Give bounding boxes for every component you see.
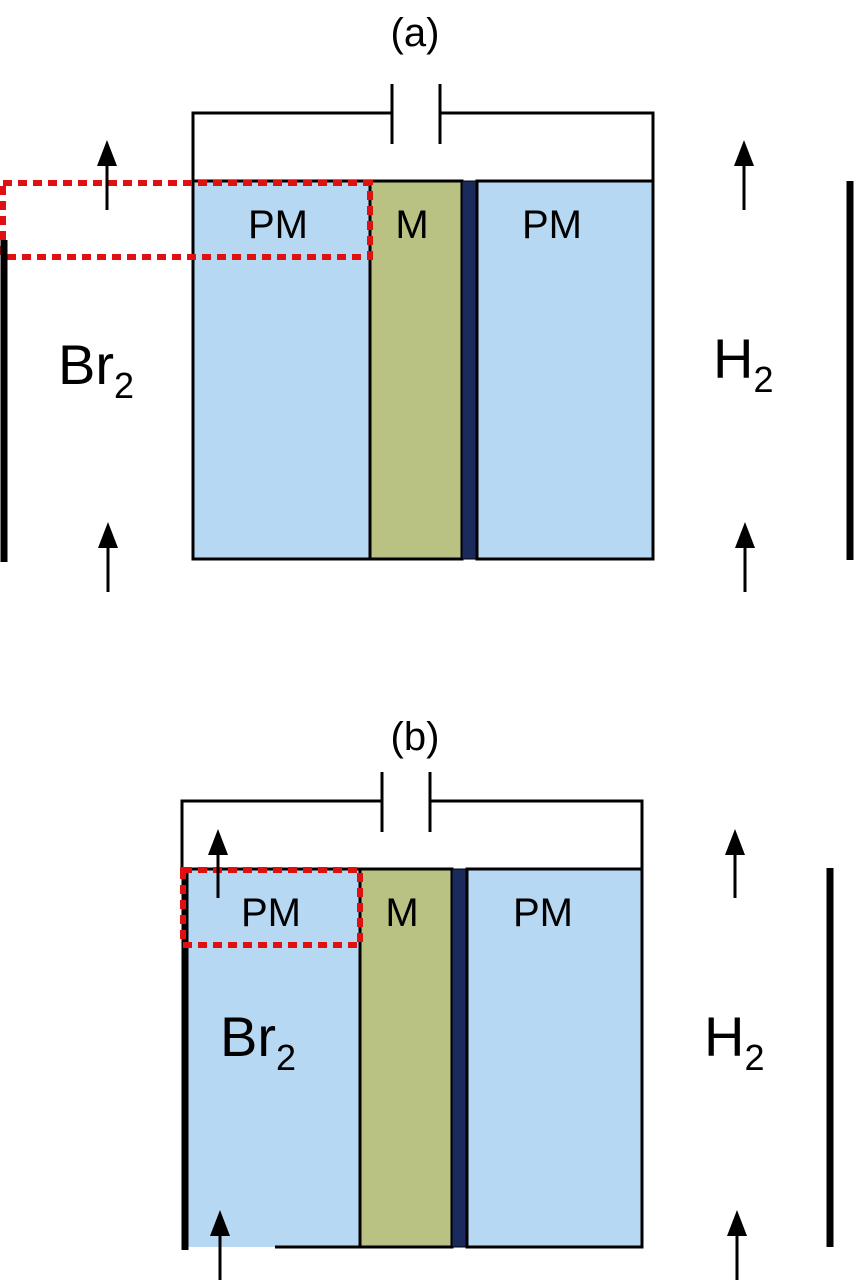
gas-label-h2-a: H2: [713, 327, 773, 400]
membrane-a: [368, 179, 464, 561]
catalyst-layer-a: [461, 180, 478, 560]
zone-label-pm-right-b: PM: [513, 891, 573, 935]
porous-media-right-a: [475, 179, 655, 561]
arrow-up-icon: [727, 1210, 747, 1280]
circuit-b: [180, 772, 644, 869]
gas-label-h2-b: H2: [704, 1005, 764, 1078]
arrow-up-icon: [735, 522, 755, 592]
arrow-up-icon: [725, 829, 745, 898]
arrow-up-icon: [98, 522, 118, 592]
arrow-up-icon: [208, 829, 228, 898]
circuit-a: [191, 84, 655, 181]
porous-media-left-a: [191, 179, 372, 561]
highlight-box-a: [0, 180, 373, 260]
arrow-up-icon: [97, 140, 117, 210]
zone-label-pm-left-b: PM: [241, 891, 301, 935]
porous-media-right-b: [465, 867, 644, 1249]
panel-a: (a) PM M PM: [0, 11, 854, 592]
zone-label-pm-left-a: PM: [248, 203, 308, 247]
arrow-up-icon: [734, 140, 754, 210]
catalyst-layer-b: [451, 868, 468, 1248]
highlight-box-b: [180, 867, 363, 948]
panel-b: (b) PM M PM: [180, 715, 834, 1280]
panel-a-label: (a): [391, 11, 440, 55]
arrow-up-icon: [210, 1210, 230, 1280]
zone-label-m-b: M: [385, 891, 418, 935]
gas-label-br2-b: Br2: [220, 1005, 296, 1078]
porous-media-left-b: [182, 869, 360, 1247]
zone-label-m-a: M: [395, 203, 428, 247]
panel-b-label: (b): [391, 715, 440, 759]
membrane-b: [358, 867, 454, 1249]
gas-label-br2-a: Br2: [58, 333, 134, 406]
zone-label-pm-right-a: PM: [522, 203, 582, 247]
